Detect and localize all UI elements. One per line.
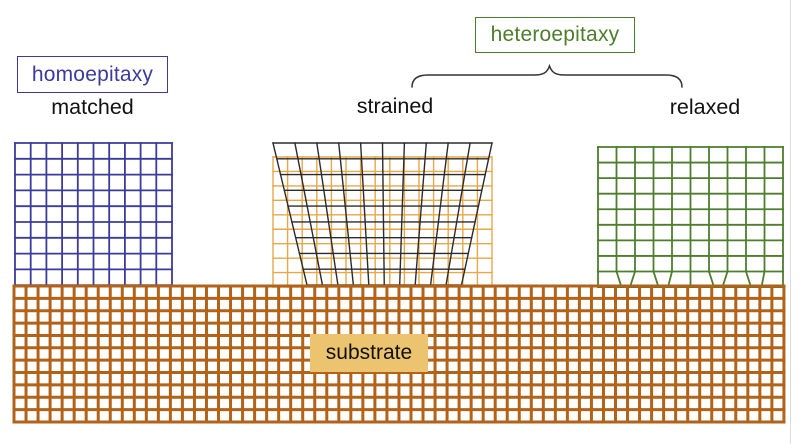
strained-label: strained <box>356 94 434 118</box>
homoepitaxy-label: homoepitaxy <box>31 62 154 86</box>
relaxed-film-lattice <box>597 146 784 289</box>
substrate-lattice <box>12 284 786 424</box>
substrate-label: substrate <box>325 341 413 364</box>
heteroepitaxy-label: heteroepitaxy <box>490 23 620 46</box>
heteroepitaxy-brace <box>411 63 683 88</box>
matched-film-lattice <box>14 142 173 287</box>
heteroepitaxy-box: heteroepitaxy <box>475 17 635 53</box>
homoepitaxy-box: homoepitaxy <box>17 56 168 93</box>
image-right-border <box>790 0 791 444</box>
strained-film-lattice <box>272 142 493 286</box>
substrate-label-box: substrate <box>310 334 428 372</box>
relaxed-label: relaxed <box>669 95 741 119</box>
matched-label: matched <box>51 95 134 119</box>
